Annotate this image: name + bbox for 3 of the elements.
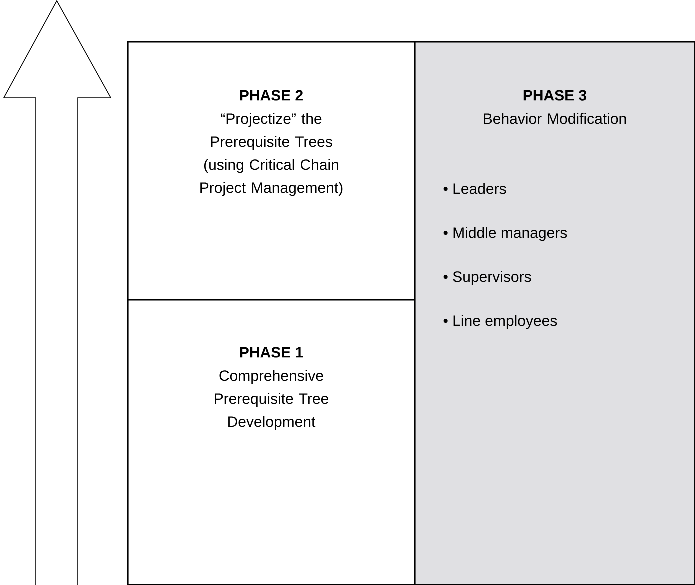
phase-box: PHASE 3 Behavior Modification • Leaders • Middle managers • Supervisors • Line employees — [414, 41, 695, 585]
phase-box: PHASE 1 Comprehensive Prerequisite Tree Development — [127, 299, 416, 585]
phase-box: PHASE 2 “Projectize” the Prerequisite Trees (using Critical Chain Project Management) — [127, 41, 416, 301]
